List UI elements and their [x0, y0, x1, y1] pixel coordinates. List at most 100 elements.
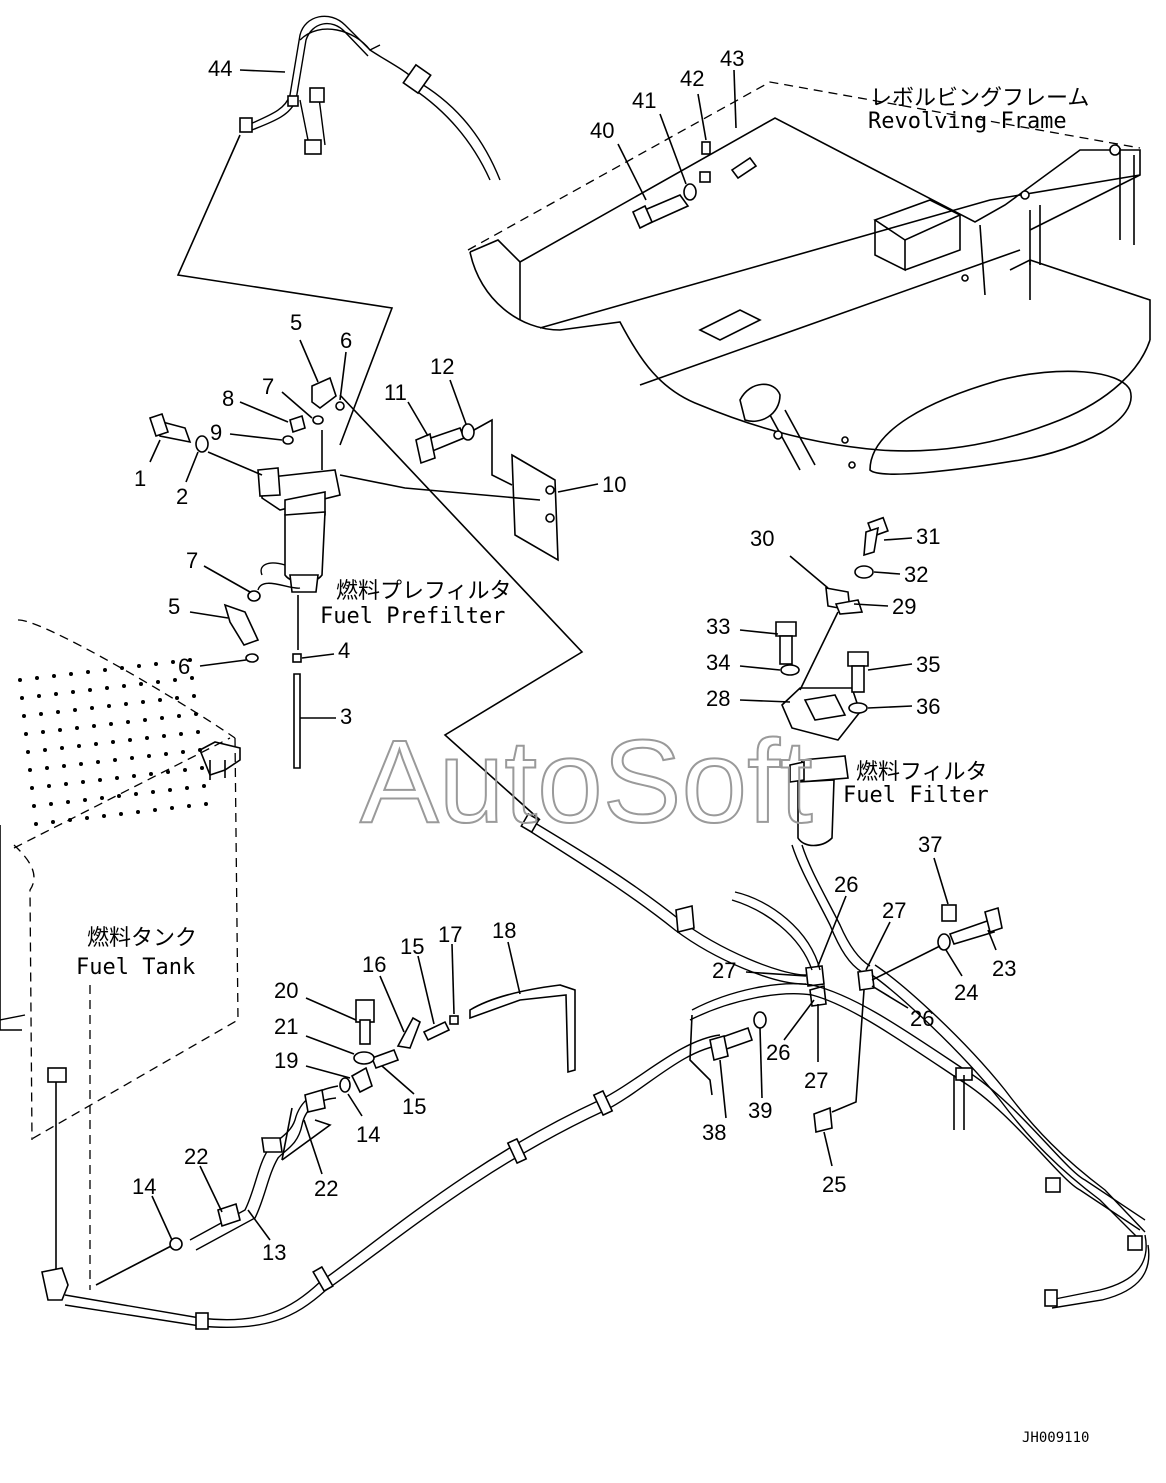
panel-dot	[185, 786, 189, 790]
panel-dot	[79, 762, 83, 766]
panel-dot	[62, 764, 66, 768]
panel-dot	[56, 710, 60, 714]
fuel-hoses	[520, 812, 1150, 1309]
panel-dot	[58, 728, 62, 732]
callout-40: 40	[590, 118, 614, 143]
panel-dot	[115, 776, 119, 780]
tank-outlet	[41, 1267, 69, 1301]
callout-20: 20	[274, 978, 298, 1003]
frame-hole	[1109, 144, 1121, 156]
bracket-plate	[511, 453, 559, 562]
frame-fasteners	[631, 141, 758, 230]
panel-dot	[75, 726, 79, 730]
panel-dot	[119, 812, 123, 816]
panel-dot	[147, 754, 151, 758]
bolt-33-head	[775, 621, 797, 637]
nut-42	[699, 171, 711, 183]
callout-19: 19	[274, 1048, 298, 1073]
panel-dot	[136, 810, 140, 814]
callout-37: 37	[918, 832, 942, 857]
hose-clamp	[1127, 1235, 1143, 1251]
panel-dot	[120, 666, 124, 670]
panel-dot	[126, 720, 130, 724]
panel-dot	[73, 708, 77, 712]
grommet	[402, 63, 432, 95]
panel-dot	[98, 778, 102, 782]
oring-6-top	[335, 401, 345, 411]
panel-dot	[24, 732, 28, 736]
callout-13: 13	[262, 1240, 286, 1265]
tank-en: Fuel Tank	[76, 955, 195, 980]
panel-dot	[20, 696, 24, 700]
callout-25: 25	[822, 1172, 846, 1197]
panel-dot	[81, 780, 85, 784]
bolt-40-head	[631, 204, 654, 230]
connector	[309, 87, 325, 103]
hose-end-fitting	[1044, 1289, 1058, 1307]
panel-dot	[192, 694, 196, 698]
panel-dot	[71, 690, 75, 694]
callout-16: 16	[362, 952, 386, 977]
panel-dot	[109, 722, 113, 726]
panel-dot	[102, 814, 106, 818]
fuel-filter	[775, 516, 889, 973]
fuel-tank	[0, 619, 723, 1330]
panel-dot	[151, 790, 155, 794]
oring-9	[282, 435, 294, 445]
callout-26-right: 26	[910, 1006, 934, 1031]
elbow-5-top	[311, 376, 337, 409]
callout-7: 7	[262, 374, 274, 399]
washer-12	[461, 423, 475, 441]
washer-36	[848, 702, 868, 714]
watermark: AutoSoft	[360, 716, 813, 848]
panel-dot	[179, 732, 183, 736]
callout-22-right: 22	[314, 1176, 338, 1201]
panel-dot	[83, 798, 87, 802]
revolving-frame	[467, 81, 1151, 475]
panel-dot	[122, 684, 126, 688]
panel-dot	[94, 742, 98, 746]
panel-dot	[92, 724, 96, 728]
hose-clamp	[1045, 1177, 1061, 1193]
frame-bolt	[773, 430, 783, 440]
panel-dot	[107, 704, 111, 708]
panel-dot	[149, 772, 153, 776]
callout-5-bottom: 5	[168, 594, 180, 619]
panel-dot	[37, 694, 41, 698]
hose-fitting	[520, 812, 540, 834]
panel-dot	[145, 736, 149, 740]
panel-dot	[153, 808, 157, 812]
bolt-31	[863, 526, 880, 557]
revolving-frame-jp: レボルビングフレーム	[870, 86, 1089, 111]
callout-39: 39	[748, 1098, 772, 1123]
oring-7-top	[312, 415, 324, 425]
frame-bolt	[961, 274, 969, 282]
callout-2: 2	[176, 484, 188, 509]
panel-dot	[103, 668, 107, 672]
panel-dot	[105, 686, 109, 690]
frame-hole	[1020, 190, 1030, 200]
panel-dot	[96, 760, 100, 764]
callout-38: 38	[702, 1120, 726, 1145]
panel-dot	[170, 806, 174, 810]
washer-2	[195, 435, 209, 453]
panel-dot	[173, 678, 177, 682]
panel-dot	[26, 750, 30, 754]
return-line-parts	[169, 984, 576, 1251]
panel-dot	[187, 804, 191, 808]
bolt-11-head	[415, 432, 436, 465]
panel-dot	[66, 800, 70, 804]
panel-dot	[132, 774, 136, 778]
tank-panel-pattern	[18, 658, 208, 826]
callout-27-bottom: 27	[804, 1068, 828, 1093]
panel-dot	[177, 714, 181, 718]
panel-dot	[175, 696, 179, 700]
hose-clamp	[195, 1312, 209, 1330]
panel-dot	[30, 786, 34, 790]
panel-dot	[69, 672, 73, 676]
panel-dot	[52, 674, 56, 678]
panel-dot	[18, 678, 22, 682]
callout-22-left: 22	[184, 1144, 208, 1169]
panel-dot	[141, 700, 145, 704]
